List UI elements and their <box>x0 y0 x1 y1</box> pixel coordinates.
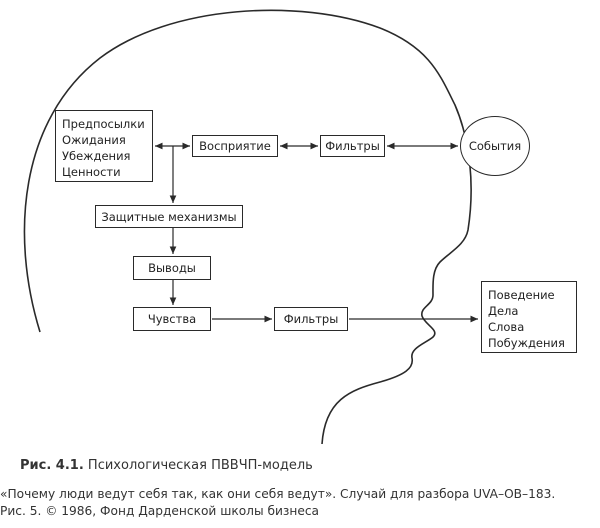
feelings-box: Чувства <box>133 307 211 331</box>
figure-label: Рис. 4.1. <box>20 458 84 473</box>
filters-bottom-label: Фильтры <box>283 312 339 326</box>
filters-top-label: Фильтры <box>325 139 380 153</box>
defense-box: Защитные механизмы <box>95 205 243 228</box>
feelings-label: Чувства <box>147 312 197 326</box>
perception-box: Восприятие <box>192 135 278 157</box>
filters-top-box: Фильтры <box>320 135 385 157</box>
events-label: События <box>468 139 522 153</box>
behavior-box: Поведение Дела Слова Побуждения <box>481 281 577 353</box>
behavior-line-4: Побуждения <box>488 336 565 350</box>
premises-line-3: Убеждения <box>62 149 131 163</box>
figure-title: Психологическая ПВВЧП-модель <box>87 458 313 473</box>
head-outline <box>23 9 472 445</box>
figure-caption: Рис. 4.1. Психологическая ПВВЧП-модель <box>20 458 313 473</box>
behavior-line-2: Дела <box>488 304 519 318</box>
premises-box: Предпосылки Ожидания Убеждения Ценности <box>55 110 153 182</box>
premises-line-4: Ценности <box>62 165 121 179</box>
events-circle: События <box>460 116 530 176</box>
behavior-line-1: Поведение <box>488 288 555 302</box>
premises-line-2: Ожидания <box>62 133 126 147</box>
source-line-2: Рис. 5. © 1986, Фонд Дарденской школы би… <box>0 504 320 518</box>
premises-line-1: Предпосылки <box>62 117 145 131</box>
conclusions-label: Выводы <box>148 261 196 275</box>
behavior-line-3: Слова <box>488 320 525 334</box>
perception-label: Восприятие <box>199 139 271 153</box>
conclusions-box: Выводы <box>133 256 211 280</box>
diagram-canvas <box>23 9 478 445</box>
source-line-1: «Почему люди ведут себя так, как они себ… <box>0 487 556 501</box>
source-note: «Почему люди ведут себя так, как они себ… <box>0 486 555 520</box>
defense-label: Защитные механизмы <box>101 209 237 224</box>
filters-bottom-box: Фильтры <box>274 307 348 331</box>
